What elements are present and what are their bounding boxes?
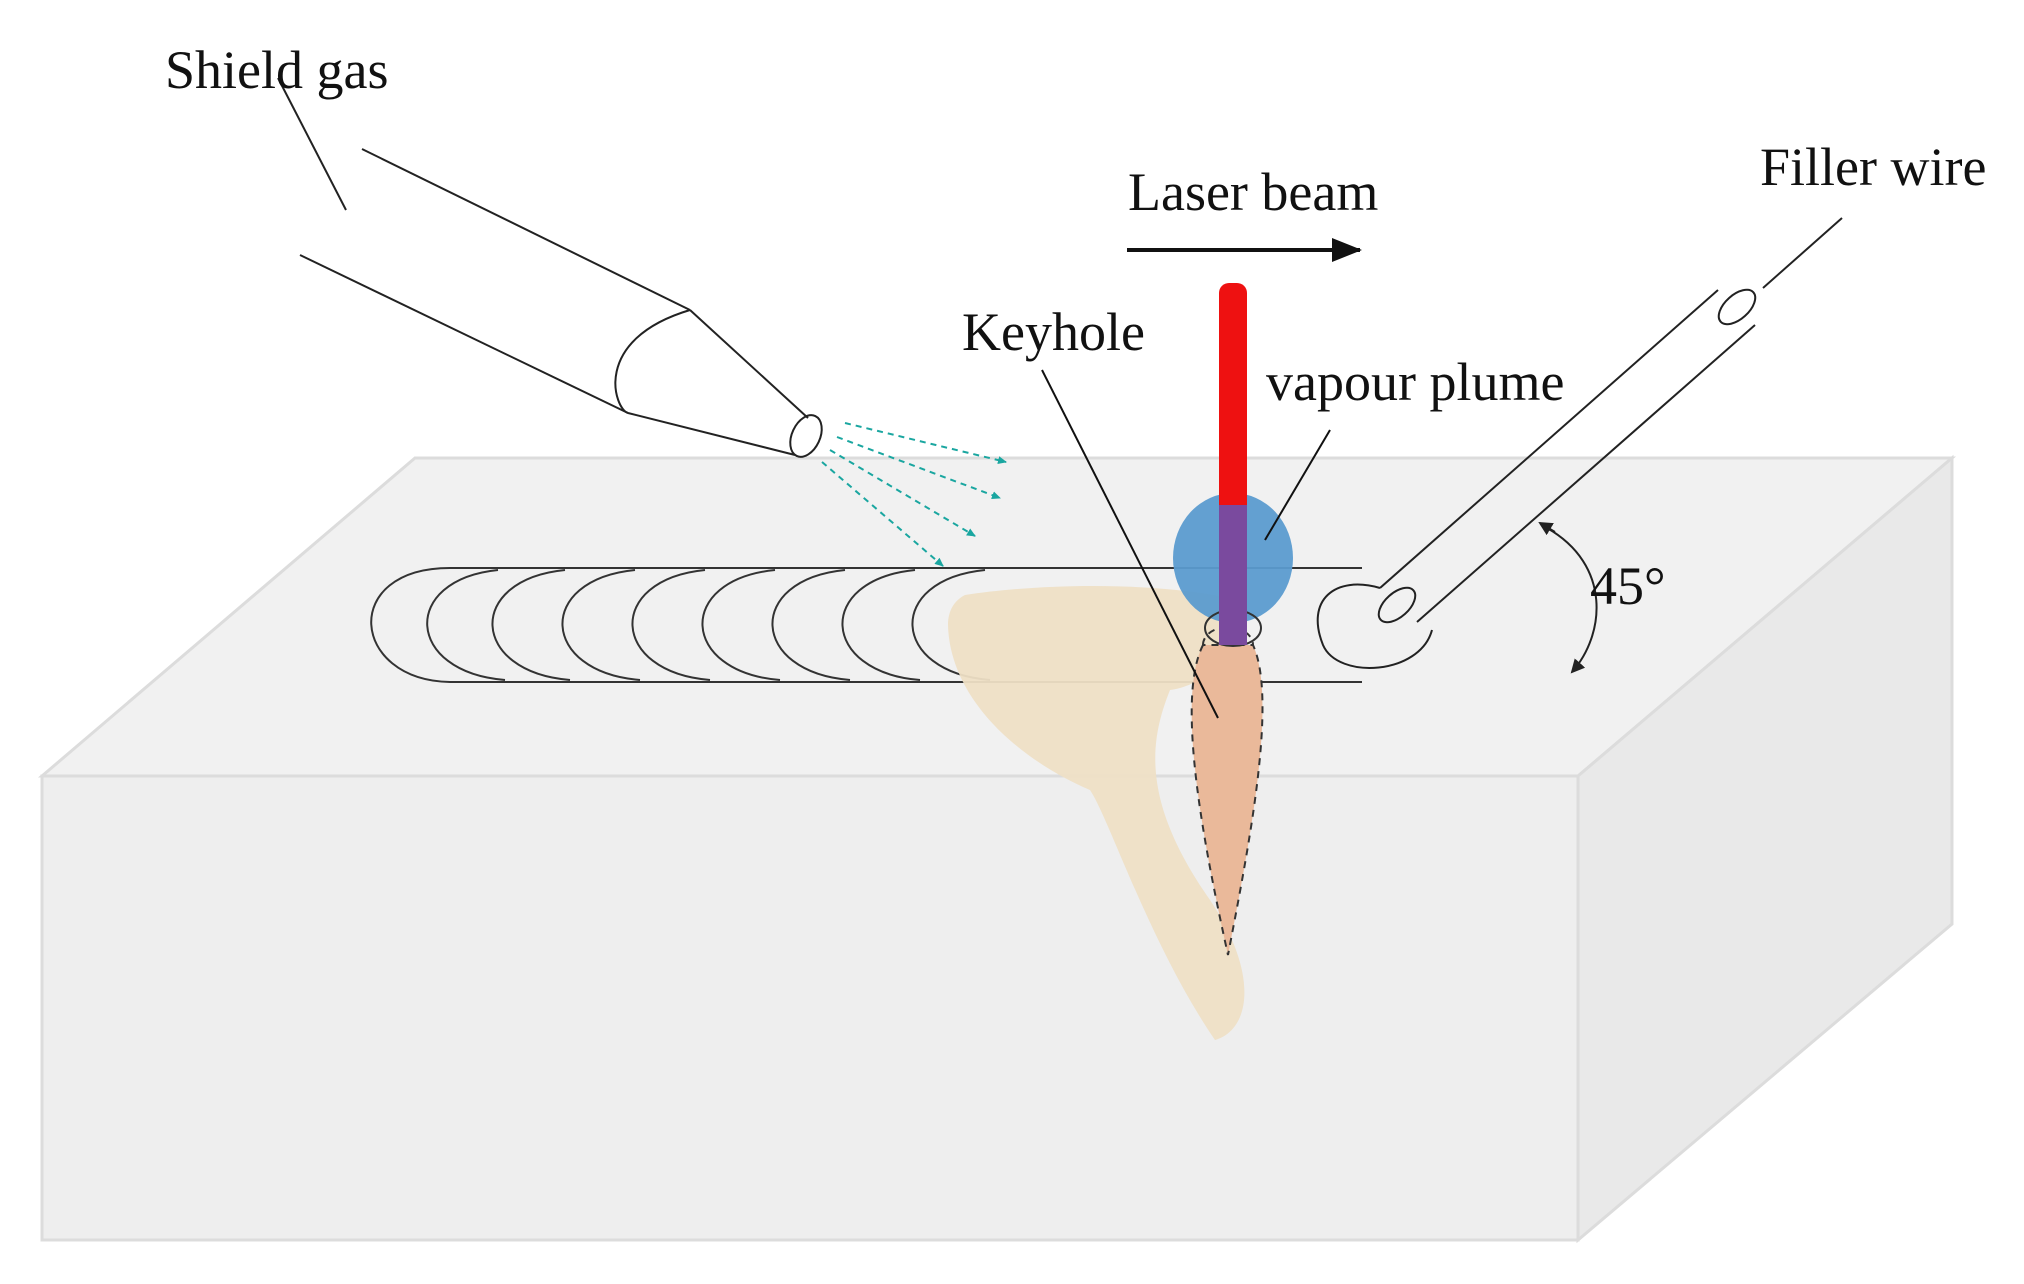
- block-side-face: [1576, 454, 1954, 1244]
- label-laser-beam: Laser beam: [1128, 162, 1378, 222]
- label-angle: 45°: [1590, 556, 1666, 616]
- filler-wire-leader: [1762, 217, 1843, 289]
- gas-flow-arrow-icon: [821, 461, 944, 567]
- weld-bead-outline: [370, 567, 1362, 683]
- label-filler-wire: Filler wire: [1760, 137, 1986, 197]
- gas-flow-arrow-icon: [836, 436, 1001, 499]
- shield-gas-leader: [277, 77, 347, 211]
- label-keyhole: Keyhole: [962, 302, 1145, 362]
- laser-beam-in-plume: [1219, 505, 1247, 645]
- workpiece-block: [37, 454, 1957, 1244]
- vapour-plume-leader: [1264, 429, 1331, 541]
- keyhole-leader: [1041, 369, 1219, 719]
- laser-beam: [1219, 283, 1247, 515]
- gas-flow-arrow-icon: [844, 422, 1007, 465]
- melt-pool: [948, 585, 1245, 1040]
- filler-wire: [1316, 288, 1757, 669]
- label-shield-gas: Shield gas: [165, 40, 389, 100]
- keyhole-cavity: [1190, 644, 1264, 956]
- label-vapour-plume: vapour plume: [1266, 352, 1564, 412]
- gas-flow-arrows: [821, 422, 1007, 567]
- shield-gas-nozzle: [299, 148, 823, 458]
- weld-bead: [370, 567, 1362, 683]
- block-front-face: [40, 774, 1580, 1242]
- angle-arc: [1546, 527, 1598, 674]
